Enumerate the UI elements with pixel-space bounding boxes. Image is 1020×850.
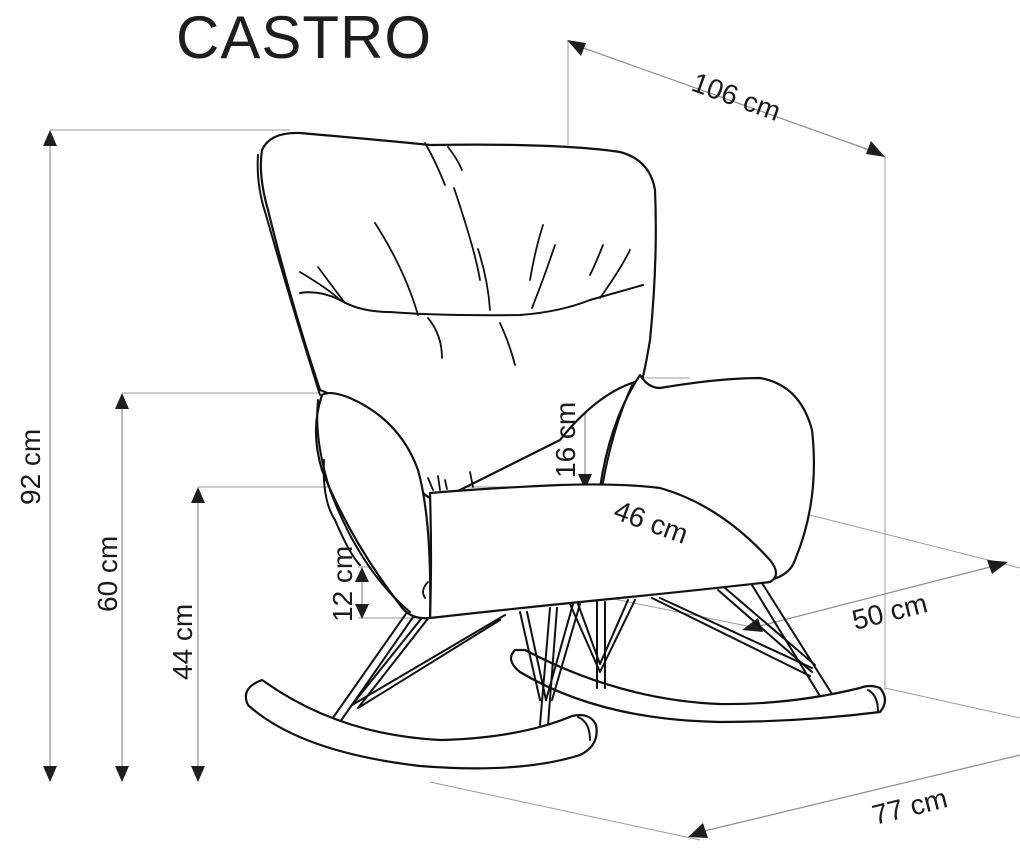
arrow-down-icon bbox=[43, 766, 57, 782]
arrow-down-icon bbox=[191, 766, 205, 782]
arrow-icon bbox=[688, 823, 708, 838]
arrow-icon bbox=[742, 618, 763, 632]
arrow-up-icon bbox=[43, 130, 57, 146]
dim-label-total-height: 92 cm bbox=[15, 429, 46, 505]
arrow-up-icon bbox=[355, 567, 369, 582]
back-cushion-seam bbox=[299, 284, 644, 317]
dim-label-armrest-above-seat: 16 cm bbox=[550, 402, 581, 478]
dim-label-seat-width: 50 cm bbox=[849, 587, 930, 636]
dim-label-overall-width: 106 cm bbox=[688, 67, 785, 128]
arrow-icon bbox=[987, 560, 1008, 574]
rear-rocker bbox=[509, 648, 887, 724]
dim-label-overall-depth: 77 cm bbox=[869, 782, 950, 831]
seat-cushion bbox=[428, 483, 778, 620]
arrow-down-icon bbox=[115, 766, 129, 782]
dim-label-seat-height: 44 cm bbox=[167, 604, 198, 680]
arrow-up-icon bbox=[191, 487, 205, 503]
leg-frame bbox=[329, 607, 411, 723]
product-title: CASTRO bbox=[176, 4, 433, 71]
front-rocker bbox=[244, 678, 598, 770]
arrow-icon bbox=[567, 40, 586, 56]
arrow-up-icon bbox=[115, 393, 129, 409]
arrow-down-icon bbox=[355, 604, 369, 619]
arrow-icon bbox=[866, 141, 885, 157]
backrest bbox=[259, 131, 657, 502]
arrow-down-icon bbox=[578, 474, 592, 490]
rocking-chair-illustration bbox=[244, 131, 887, 770]
dim-label-seat-thickness: 12 cm bbox=[327, 546, 358, 622]
dim-label-armrest-height: 60 cm bbox=[92, 536, 123, 612]
